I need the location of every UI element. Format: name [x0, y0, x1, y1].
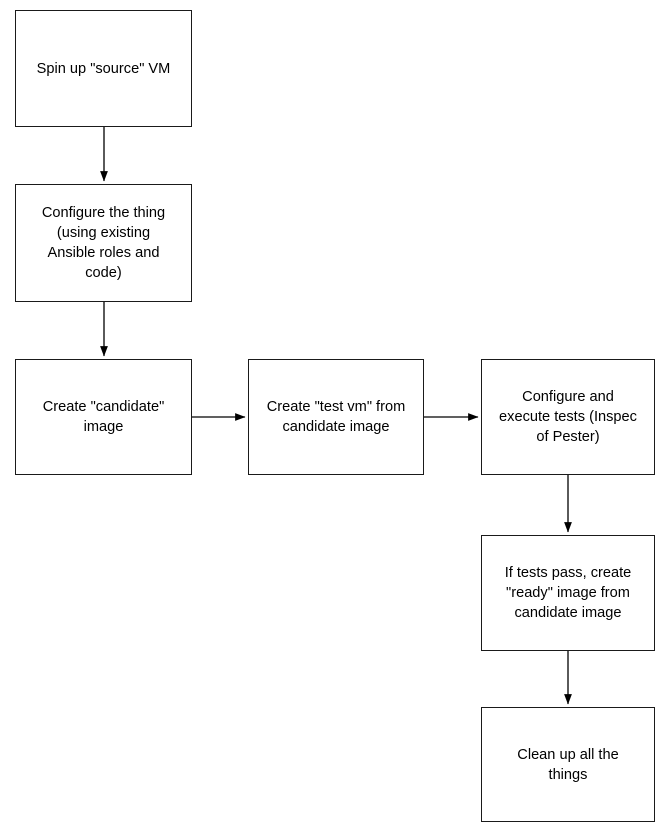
- node-configure-the-thing[interactable]: Configure the thing (using existing Ansi…: [15, 184, 192, 302]
- node-label: Clean up all the things: [517, 746, 619, 783]
- node-label: Configure and execute tests (Inspec of P…: [499, 389, 637, 445]
- node-create-ready-image[interactable]: If tests pass, create "ready" image from…: [481, 535, 655, 651]
- node-create-candidate-image[interactable]: Create "candidate" image: [15, 359, 192, 475]
- node-label: Configure the thing (using existing Ansi…: [41, 205, 166, 281]
- node-clean-up-all-the-things[interactable]: Clean up all the things: [481, 707, 655, 822]
- node-create-test-vm[interactable]: Create "test vm" from candidate image: [248, 359, 424, 475]
- node-label: If tests pass, create "ready" image from…: [504, 565, 632, 621]
- node-label: Create "test vm" from candidate image: [266, 399, 406, 435]
- node-spin-up-source-vm[interactable]: Spin up "source" VM: [15, 10, 192, 127]
- node-configure-execute-tests[interactable]: Configure and execute tests (Inspec of P…: [481, 359, 655, 475]
- node-label: Create "candidate" image: [42, 399, 165, 435]
- node-label: Spin up "source" VM: [36, 60, 171, 77]
